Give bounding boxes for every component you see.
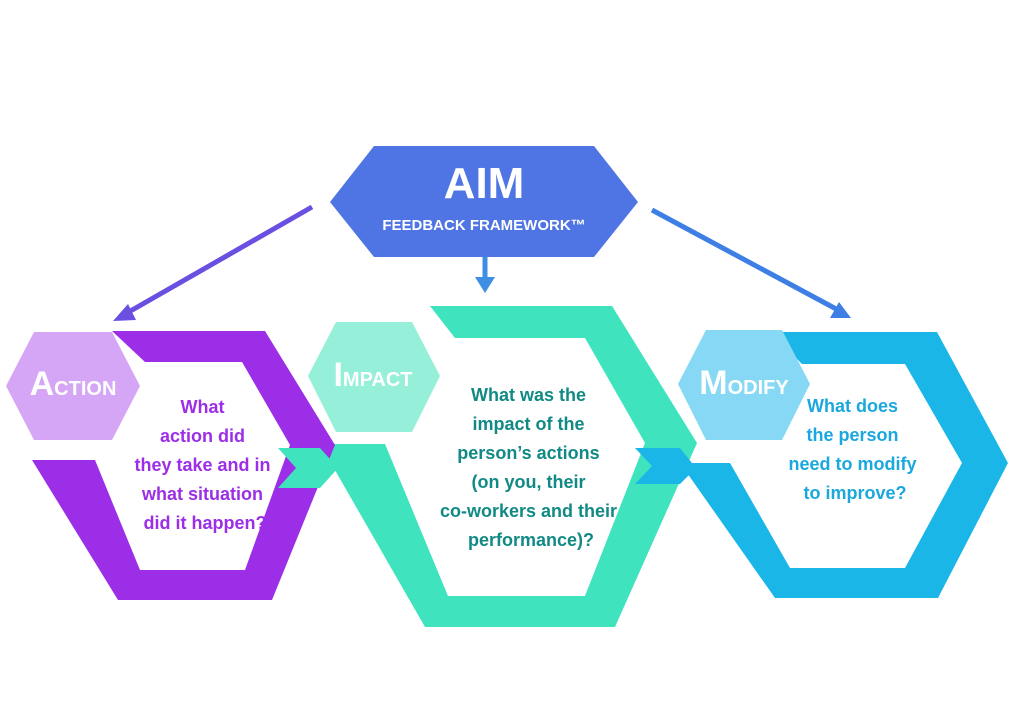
modify-badge — [678, 330, 810, 440]
impact-badge-cap: I — [333, 356, 342, 394]
impact-badge — [308, 322, 440, 432]
impact-question-line: What was the — [471, 385, 586, 405]
action-badge-rest: CTION — [54, 378, 116, 400]
impact-question: What was the impact of the person’s acti… — [440, 385, 622, 550]
impact-question-line: performance)? — [468, 530, 594, 550]
header-title: AIM — [444, 159, 525, 208]
arrow-to-impact — [475, 256, 495, 293]
modify-chevron — [680, 332, 1008, 598]
action-impact-connector — [278, 448, 338, 488]
action-chevron — [32, 331, 335, 600]
modify-badge-rest: ODIFY — [728, 377, 790, 399]
modify-question-line: the person — [806, 425, 898, 445]
action-question-line: did it happen? — [144, 513, 267, 533]
impact-badge-rest: MPACT — [343, 369, 413, 391]
impact-chevron — [320, 306, 697, 627]
action-badge-cap: A — [30, 365, 55, 403]
arrow-to-modify — [650, 207, 851, 318]
impact-question-line: impact of the — [472, 414, 584, 434]
action-question-line: they take and in — [134, 455, 270, 475]
header-subtitle: FEEDBACK FRAMEWORK™ — [382, 217, 585, 234]
impact-badge-label: IMPACT — [333, 356, 412, 394]
modify-question: What does the person need to modify to i… — [788, 396, 921, 503]
arrow-to-action — [113, 204, 314, 321]
action-question-line: what situation — [141, 484, 263, 504]
action-question-line: action did — [160, 426, 245, 446]
action-badge-label: ACTION — [30, 365, 117, 403]
modify-question-line: need to modify — [788, 454, 916, 474]
modify-question-line: What does — [807, 396, 898, 416]
impact-question-line: (on you, their — [471, 472, 585, 492]
header-hexagon — [330, 146, 638, 257]
action-badge — [6, 332, 140, 440]
action-question-line: What — [180, 397, 224, 417]
impact-question-line: person’s actions — [457, 443, 599, 463]
modify-badge-label: MODIFY — [699, 364, 789, 402]
impact-modify-connector — [635, 448, 696, 484]
modify-question-line: to improve? — [803, 483, 906, 503]
impact-question-line: co-workers and their — [440, 501, 617, 521]
modify-badge-cap: M — [699, 364, 727, 402]
action-question: What action did they take and in what si… — [134, 397, 275, 533]
